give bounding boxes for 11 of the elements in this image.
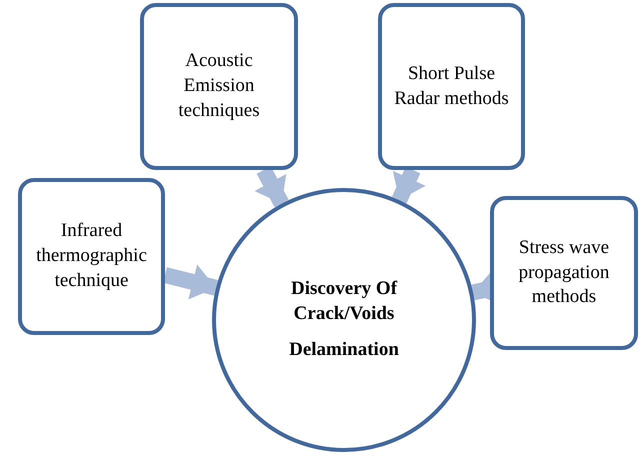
method-label: Infrared thermographic technique bbox=[35, 219, 148, 293]
result-text: Delamination bbox=[289, 338, 399, 362]
method-box bbox=[18, 178, 165, 335]
method-label: Short Pulse Radar methods bbox=[393, 62, 510, 110]
method-box bbox=[490, 196, 638, 350]
method-box bbox=[378, 3, 525, 170]
method-box bbox=[140, 3, 298, 170]
method-label: Stress wave propagation methods bbox=[518, 236, 610, 310]
method-label: Acoustic Emission techniques bbox=[177, 49, 261, 123]
result-text: Discovery Of Crack/Voids bbox=[290, 276, 398, 326]
block-arrow bbox=[163, 264, 218, 300]
